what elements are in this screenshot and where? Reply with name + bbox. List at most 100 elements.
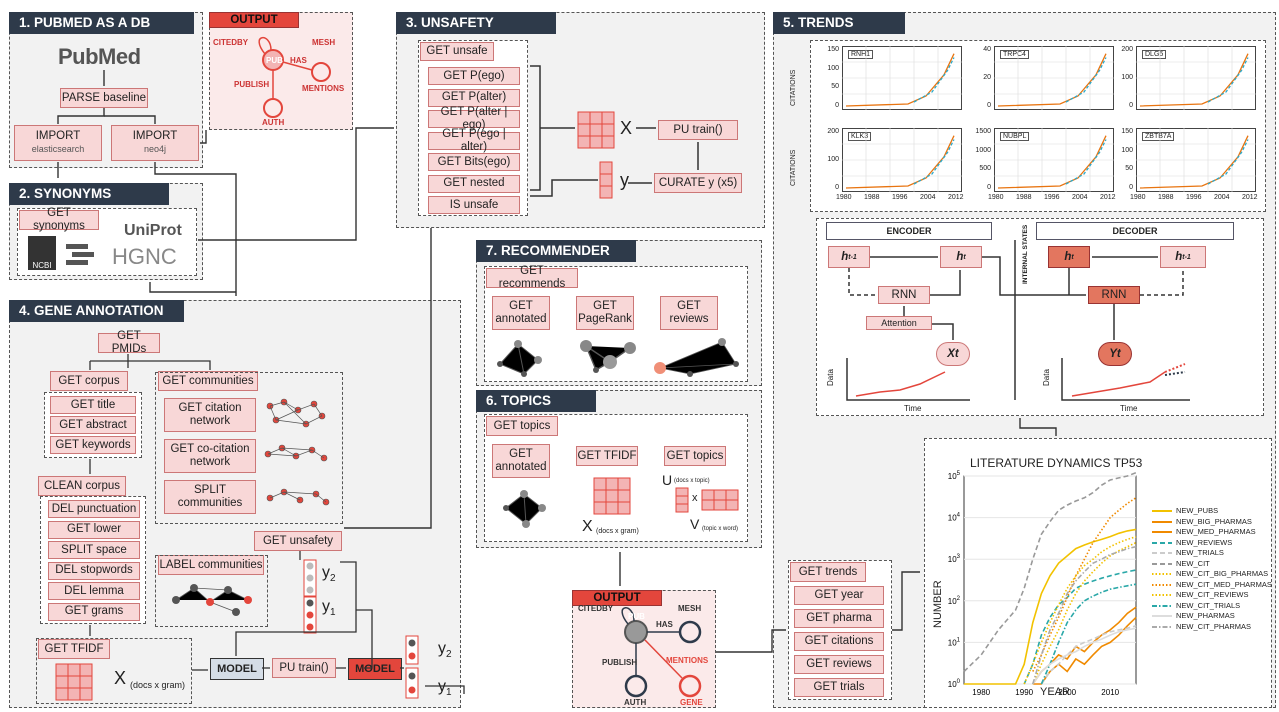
chart-xtick: 2010 (1101, 688, 1119, 697)
output-bottom-has: HAS (656, 620, 673, 629)
unsafe-x-label: X (620, 118, 633, 138)
topics-v-sub: (topic x word) (702, 526, 739, 532)
clean-item: GET lower (48, 520, 140, 539)
recommender-item: GET annotated (492, 296, 550, 330)
clean-item: GET grams (48, 602, 140, 621)
get-topics-box: GET topics (486, 416, 558, 436)
output-bottom-mentions: MENTIONS (666, 656, 709, 665)
legend-label: NEW_TRIALS (1176, 548, 1224, 557)
get-unsafety-box: GET unsafety (254, 531, 342, 551)
chart-xlabel: YEAR (1040, 686, 1070, 698)
out-y1-sub: 1 (446, 687, 452, 699)
corpus-item: GET abstract (50, 416, 136, 434)
output-top-graph (258, 36, 331, 118)
chart-series-line (1040, 625, 1137, 685)
unsafe-item: GET P(ego | alter) (428, 128, 520, 153)
legend-swatch (1152, 562, 1172, 565)
output-top-citedby: CITEDBY (213, 38, 249, 47)
enc-rnn: RNN (878, 286, 930, 304)
topics-get-tfidf-box: GET TFIDF (576, 446, 638, 466)
minichart-ytick: 200 (827, 128, 839, 135)
minichart-xtick: 1988 (864, 194, 880, 201)
legend-label: NEW_CIT_MED_PHARMAS (1176, 579, 1272, 589)
output-top-pub: PUB (266, 56, 283, 65)
chart-ytick: 101 (948, 637, 961, 647)
trends-group (788, 560, 892, 700)
chart-ytick: 105 (948, 471, 961, 481)
minichart-name: KLK3 (848, 132, 872, 141)
chart-series-line (1032, 497, 1137, 672)
chart-xtick: 2000 (1058, 688, 1076, 697)
minichart-xtick: 2012 (1100, 194, 1116, 201)
encoder-header: ENCODER (826, 222, 992, 240)
minichart-ytick: 0 (1129, 184, 1133, 191)
elasticsearch-label: elasticsearch (31, 144, 85, 154)
internal-states-bar (1014, 240, 1016, 400)
output-top-has: HAS (290, 56, 307, 65)
unsafe-item: GET Bits(ego) (428, 153, 520, 171)
model-output-vectors (405, 635, 419, 699)
enc-ht-sub: t (963, 253, 966, 261)
minichart-observed-line (845, 135, 955, 189)
chart-series-line (1032, 616, 1137, 685)
community-networks (264, 398, 330, 506)
legend-swatch (1152, 552, 1172, 554)
chart-series-line (1032, 627, 1137, 685)
minichart-predicted-line (913, 57, 955, 103)
y2-vector (303, 559, 317, 597)
minichart-lines (842, 128, 962, 192)
legend-label: NEW_CIT_TRIALS (1176, 600, 1241, 610)
legend-label: NEW_BIG_PHARMAS (1176, 516, 1252, 526)
dec-ht1-sub: t-1 (1182, 253, 1191, 261)
community-item: GET citation network (164, 398, 256, 432)
topics-v-label: V (690, 516, 700, 532)
minichart-observed-line (1139, 53, 1249, 107)
ncbi-logo: NCBI (28, 236, 56, 270)
panel-title-synonyms: 2. SYNONYMS (9, 183, 169, 205)
labeled-community-graph (172, 584, 252, 616)
topics-times: x (692, 492, 698, 504)
chart-ytick: 102 (948, 596, 961, 606)
y1-vector (303, 596, 317, 634)
output-bottom-citedby: CITEDBY (578, 604, 614, 613)
output-bottom-mesh: MESH (678, 604, 702, 613)
y1-letter: y (322, 598, 330, 615)
output-top-auth: AUTH (262, 118, 285, 127)
community-item: SPLIT communities (164, 480, 256, 514)
minichart-ytick: 100 (827, 64, 839, 72)
output-top-title: OUTPUT (209, 12, 299, 28)
get-recommends-box: GET recommends (486, 265, 578, 290)
unsafe-matrix-x (577, 111, 615, 149)
chart-ytick: 104 (948, 513, 961, 523)
panel-title-trends: 5. TRENDS (773, 12, 905, 34)
minichart-lines (1136, 46, 1256, 110)
topics-u-matrix (675, 487, 689, 513)
label-communities-box: LABEL communities (158, 555, 264, 575)
minichart-xtick: 2004 (1072, 194, 1088, 201)
chart-ytick: 103 (948, 554, 961, 564)
minichart-ytick: 100 (1121, 146, 1133, 154)
pubmed-logo: PubMed (58, 44, 141, 69)
minichart-xtick: 1996 (1044, 194, 1060, 201)
minichart-ytick: 0 (835, 184, 839, 191)
y2-sub: 2 (330, 573, 336, 585)
y2-label: y2 (322, 564, 336, 584)
topics-u-label: U (662, 472, 673, 488)
chart-series-line (1032, 545, 1137, 685)
model-box-1: MODEL (210, 658, 264, 680)
legend-swatch (1152, 520, 1172, 523)
dec-yt: Yt (1098, 342, 1132, 366)
tfidf-group (36, 638, 192, 704)
unsafe-item: IS unsafe (428, 196, 520, 214)
get-synonyms-box: GET synonyms (19, 207, 99, 232)
chart-xtick: 1980 (972, 688, 990, 697)
pu-train-box: PU train() (658, 120, 738, 140)
legend-swatch (1152, 510, 1172, 512)
legend-swatch (1152, 531, 1172, 533)
minichart-predicted-line (1065, 57, 1107, 103)
enc-ht1-sub: t-1 (848, 253, 857, 261)
recommender-item: GET PageRank (576, 296, 634, 330)
output-top-mentions: MENTIONS (302, 84, 345, 93)
